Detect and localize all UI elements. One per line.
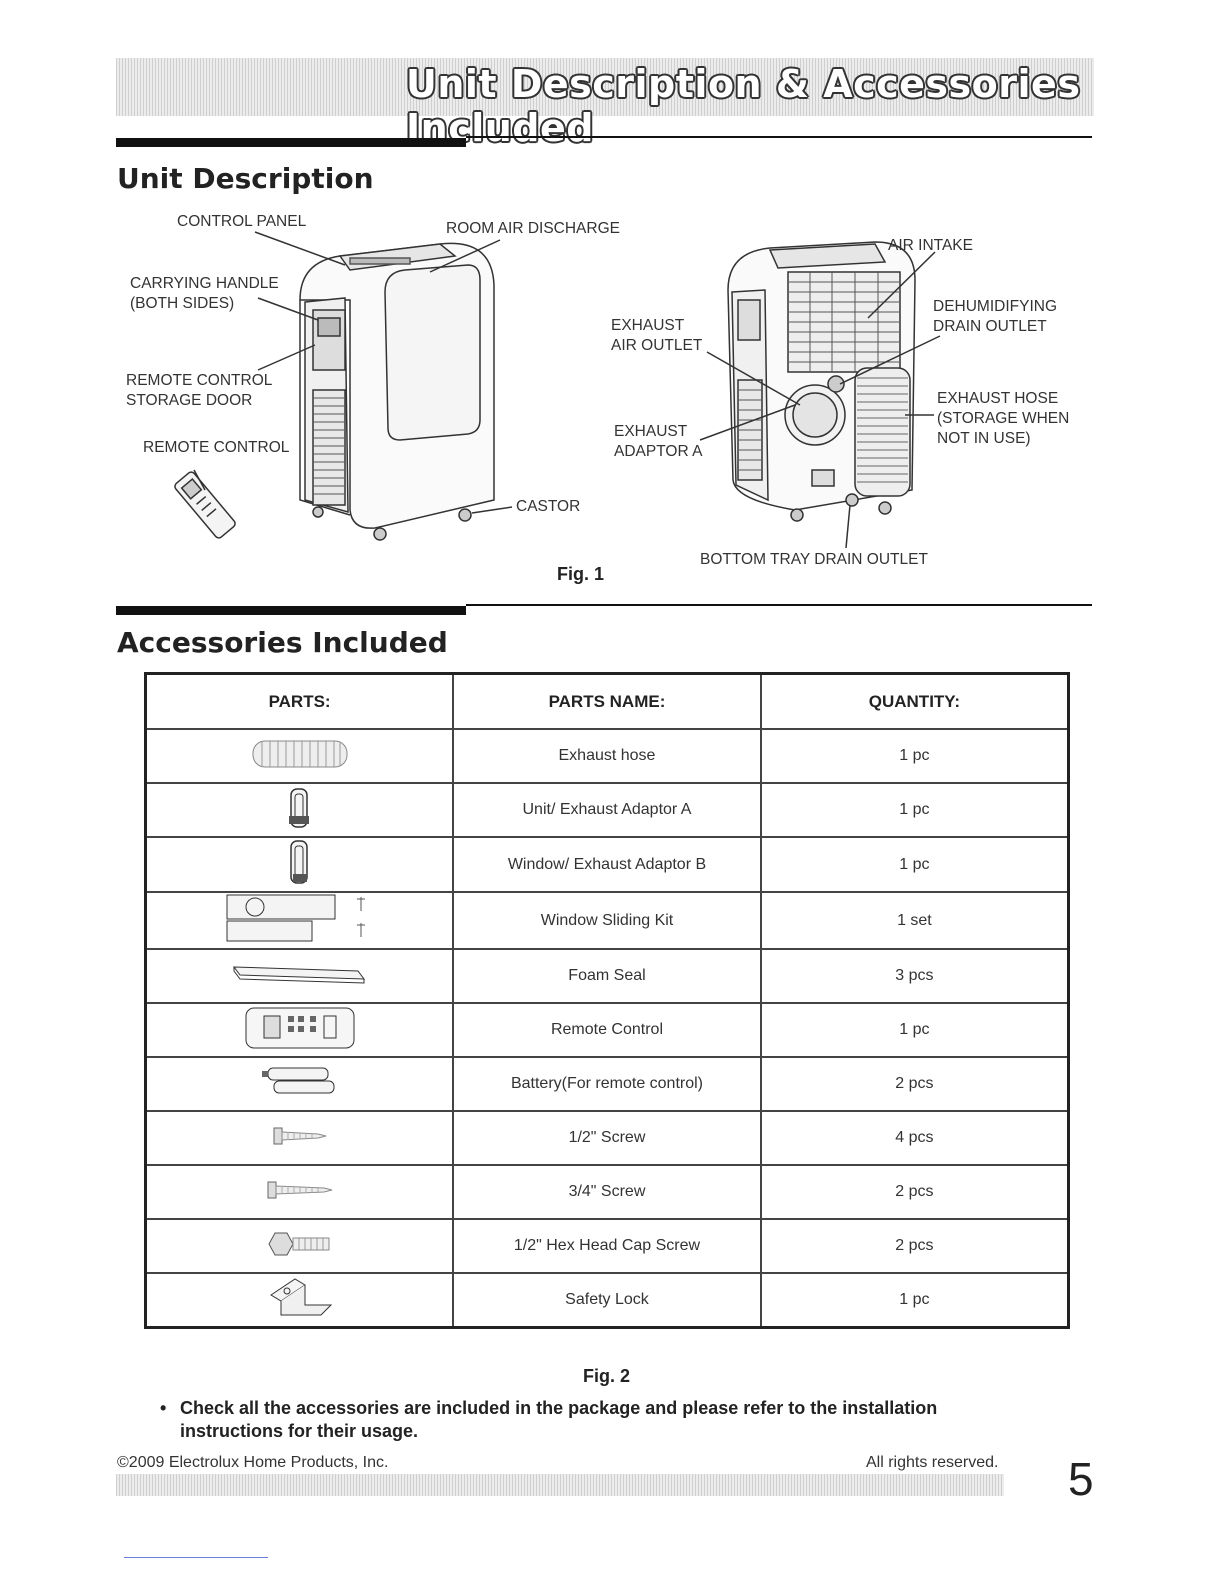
adaptor-a-icon xyxy=(288,787,309,828)
header-banner xyxy=(116,58,1094,116)
exhaust-hose-icon xyxy=(252,740,348,767)
label-carrying-handle: CARRYING HANDLE xyxy=(130,275,279,292)
part-name: 3/4" Screw xyxy=(452,1164,762,1220)
part-quantity: 1 set xyxy=(759,891,1070,950)
foam-seal-icon xyxy=(232,965,365,984)
footer-rights: All rights reserved. xyxy=(866,1454,999,1471)
table-row: Remote Control 1 pc xyxy=(144,1002,1070,1058)
part-quantity: 2 pcs xyxy=(759,1056,1070,1112)
part-quantity: 1 pc xyxy=(759,1272,1070,1329)
table-row: Battery(For remote control) 2 pcs xyxy=(144,1056,1070,1112)
table-row: 1/2" Hex Head Cap Screw 2 pcs xyxy=(144,1218,1070,1274)
table-row: Window/ Exhaust Adaptor B 1 pc xyxy=(144,836,1070,893)
table-row: Safety Lock 1 pc xyxy=(144,1272,1070,1329)
label-air-intake: AIR INTAKE xyxy=(888,237,973,254)
label-remote-control: REMOTE CONTROL xyxy=(143,439,290,456)
part-quantity: 1 pc xyxy=(759,728,1070,784)
footer-copyright: ©2009 Electrolux Home Products, Inc. xyxy=(117,1454,389,1471)
label-dehumidifying-sub: DRAIN OUTLET xyxy=(933,318,1047,335)
part-name: Battery(For remote control) xyxy=(452,1056,762,1112)
label-exhaust-hose-sub: (STORAGE WHEN xyxy=(937,410,1070,427)
accessories-table: PARTS: PARTS NAME: QUANTITY: Exhaust hos… xyxy=(144,672,1070,1329)
screw-long-icon xyxy=(267,1181,332,1198)
table-row: Window Sliding Kit 1 set xyxy=(144,891,1070,950)
part-quantity: 3 pcs xyxy=(759,948,1070,1004)
label-room-air-discharge: ROOM AIR DISCHARGE xyxy=(446,220,620,237)
bottom-link-line xyxy=(124,1557,268,1558)
part-quantity: 1 pc xyxy=(759,1002,1070,1058)
note-text: Check all the accessories are included i… xyxy=(180,1398,938,1441)
part-name: Exhaust hose xyxy=(452,728,762,784)
section-title-accessories: Accessories Included xyxy=(117,626,448,659)
label-remote-storage-door-sub: STORAGE DOOR xyxy=(126,392,253,409)
part-name: Window/ Exhaust Adaptor B xyxy=(452,836,762,893)
label-exhaust-air-outlet: EXHAUST xyxy=(611,317,685,334)
label-castor: CASTOR xyxy=(516,498,581,515)
label-exhaust-air-outlet-sub: AIR OUTLET xyxy=(611,337,703,354)
part-quantity: 2 pcs xyxy=(759,1164,1070,1220)
section-rule xyxy=(466,136,1092,138)
page-title: Unit Description & Accessories Included xyxy=(406,62,1081,150)
window-kit-icon xyxy=(226,894,365,942)
safety-lock-icon xyxy=(269,1277,332,1315)
figure-caption-1: Fig. 1 xyxy=(557,564,605,584)
unit-front-illustration xyxy=(174,231,513,541)
label-exhaust-adaptor: EXHAUST xyxy=(614,423,688,440)
screw-icon xyxy=(273,1127,326,1144)
page-number: 5 xyxy=(1068,1453,1094,1505)
part-name: 1/2" Hex Head Cap Screw xyxy=(452,1218,762,1274)
table-row: 1/2" Screw 4 pcs xyxy=(144,1110,1070,1166)
column-header-parts: PARTS: xyxy=(144,672,455,730)
footer-bar xyxy=(116,1474,1004,1496)
unit-back-illustration xyxy=(699,241,941,549)
battery-icon xyxy=(261,1067,335,1093)
label-bottom-tray: BOTTOM TRAY DRAIN OUTLET xyxy=(700,551,928,568)
part-quantity: 1 pc xyxy=(759,782,1070,838)
figure-caption-2: Fig. 2 xyxy=(583,1366,631,1386)
bullet-icon: • xyxy=(160,1398,167,1418)
part-quantity: 2 pcs xyxy=(759,1218,1070,1274)
label-dehumidifying: DEHUMIDIFYING xyxy=(933,298,1057,315)
label-control-panel: CONTROL PANEL xyxy=(177,213,307,230)
part-quantity: 1 pc xyxy=(759,836,1070,893)
part-name: Remote Control xyxy=(452,1002,762,1058)
part-name: Safety Lock xyxy=(452,1272,762,1329)
label-remote-storage-door: REMOTE CONTROL xyxy=(126,372,273,389)
section-rule xyxy=(466,604,1092,606)
table-row: Exhaust hose 1 pc xyxy=(144,728,1070,784)
section-rule xyxy=(116,138,466,147)
part-name: Unit/ Exhaust Adaptor A xyxy=(452,782,762,838)
column-header-quantity: QUANTITY: xyxy=(759,672,1070,730)
part-quantity: 4 pcs xyxy=(759,1110,1070,1166)
column-header-parts-name: PARTS NAME: xyxy=(452,672,762,730)
table-row: Foam Seal 3 pcs xyxy=(144,948,1070,1004)
section-title-unit-description: Unit Description xyxy=(117,162,374,195)
part-name: 1/2" Screw xyxy=(452,1110,762,1166)
table-header-row: PARTS: PARTS NAME: QUANTITY: xyxy=(144,672,1070,730)
label-exhaust-hose: EXHAUST HOSE xyxy=(937,390,1059,407)
label-carrying-handle-sub: (BOTH SIDES) xyxy=(130,295,235,312)
section-rule xyxy=(116,606,466,615)
hex-screw-icon xyxy=(268,1232,330,1255)
part-name: Foam Seal xyxy=(452,948,762,1004)
label-exhaust-adaptor-sub: ADAPTOR A xyxy=(614,443,703,460)
table-row: Unit/ Exhaust Adaptor A 1 pc xyxy=(144,782,1070,838)
remote-control-icon xyxy=(245,1007,355,1048)
part-name: Window Sliding Kit xyxy=(452,891,762,950)
label-exhaust-hose-sub2: NOT IN USE) xyxy=(937,430,1031,447)
adaptor-b-icon xyxy=(289,840,308,884)
table-row: 3/4" Screw 2 pcs xyxy=(144,1164,1070,1220)
